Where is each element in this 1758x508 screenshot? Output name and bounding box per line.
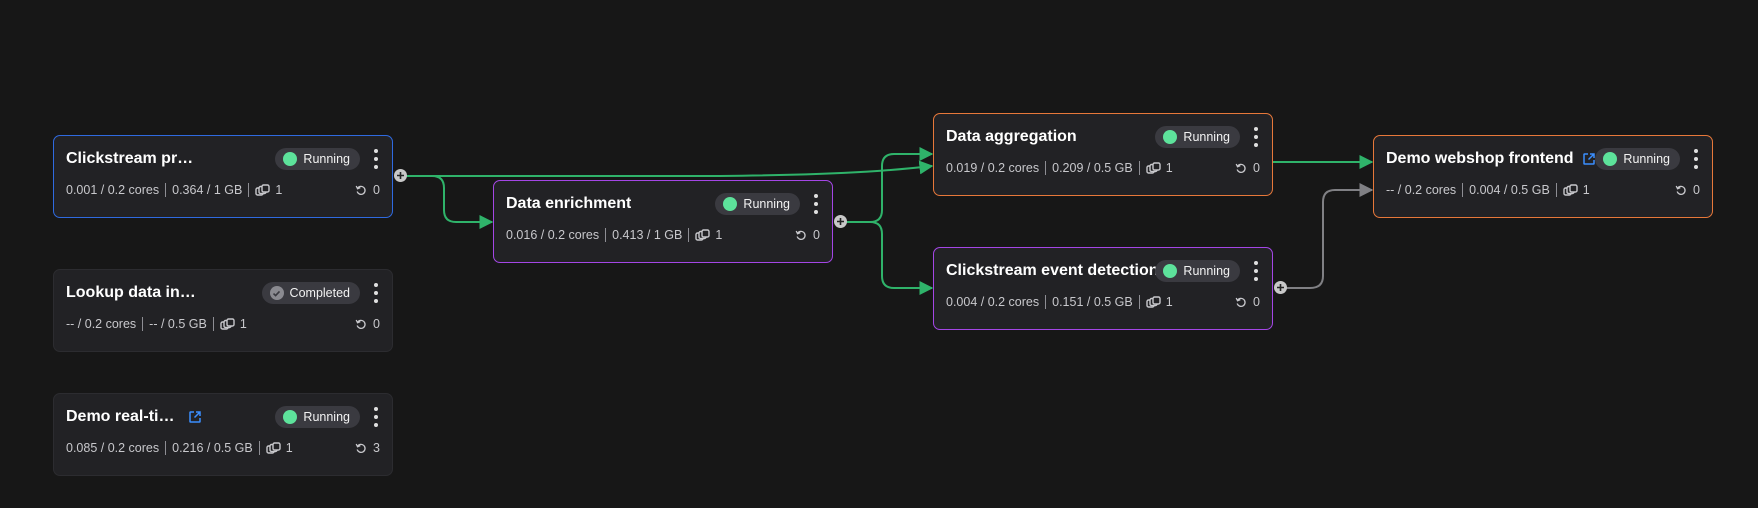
cpu-usage: 0.085 / 0.2 cores	[66, 441, 160, 455]
cpu-usage: -- / 0.2 cores	[66, 317, 137, 331]
resource-metrics: 0.085 / 0.2 cores 0.216 / 0.5 GB 1	[66, 441, 332, 455]
restart-count: 0	[1235, 295, 1260, 309]
node-title: Data aggregation	[946, 128, 1077, 145]
node-title: Data enrichment	[506, 195, 632, 212]
node-title: Lookup data ingestion job	[66, 284, 202, 301]
status-badge: Running	[1155, 260, 1240, 282]
external-link-icon[interactable]	[1582, 152, 1596, 166]
cpu-usage: 0.016 / 0.2 cores	[506, 228, 600, 242]
replica-count: 1	[239, 317, 247, 331]
restart-icon	[355, 443, 366, 453]
edge-producer-aggregation	[401, 160, 934, 177]
memory-usage: 0.413 / 1 GB	[612, 228, 683, 242]
cpu-usage: 0.001 / 0.2 cores	[66, 183, 160, 197]
node-webshop-frontend[interactable]: Demo webshop frontend Running -- / 0.2 c…	[1373, 135, 1713, 218]
replicas-stack-icon	[1146, 296, 1161, 308]
replicas-stack-icon	[220, 318, 235, 330]
green-dot-icon	[1163, 264, 1178, 278]
status-badge: Running	[1595, 148, 1680, 170]
node-data-aggregation[interactable]: Data aggregation Running 0.019 / 0.2 cor…	[933, 113, 1273, 196]
restart-count: 0	[1675, 183, 1700, 197]
status-badge: Completed	[261, 282, 360, 304]
edge-producer-enrichment	[401, 175, 494, 229]
memory-usage: 0.364 / 1 GB	[172, 183, 243, 197]
restart-count: 3	[355, 441, 380, 455]
plus-port-icon[interactable]	[834, 215, 847, 228]
restart-icon	[1235, 297, 1246, 307]
check-circle-icon	[269, 286, 284, 300]
memory-usage: 0.209 / 0.5 GB	[1052, 161, 1133, 175]
restart-count: 0	[355, 183, 380, 197]
node-title: Demo webshop frontend	[1386, 150, 1600, 168]
resource-metrics: 0.019 / 0.2 cores 0.209 / 0.5 GB 1	[946, 161, 1212, 175]
replicas-stack-icon	[266, 442, 281, 454]
plus-port-icon[interactable]	[1274, 281, 1287, 294]
node-lookup-ingestion-job[interactable]: Lookup data ingestion job Completed -- /…	[53, 269, 393, 352]
node-clickstream-producer[interactable]: Clickstream producer Running 0.001 / 0.2…	[53, 135, 393, 218]
node-realtime-dashboard[interactable]: Demo real-time dashbo... Running 0.085 /…	[53, 393, 393, 476]
replica-count: 1	[1582, 183, 1590, 197]
edge-detection-frontend	[1280, 183, 1374, 289]
replica-count: 1	[1165, 295, 1173, 309]
resource-metrics: 0.016 / 0.2 cores 0.413 / 1 GB 1	[506, 228, 772, 242]
replicas-stack-icon	[1146, 162, 1161, 174]
node-clickstream-event-detection[interactable]: Clickstream event detection Running 0.00…	[933, 247, 1273, 330]
external-link-icon[interactable]	[188, 410, 202, 424]
cpu-usage: -- / 0.2 cores	[1386, 183, 1457, 197]
replica-count: 1	[285, 441, 293, 455]
resource-metrics: 0.001 / 0.2 cores 0.364 / 1 GB 1	[66, 183, 332, 197]
restart-count: 0	[355, 317, 380, 331]
resource-metrics: 0.004 / 0.2 cores 0.151 / 0.5 GB 1	[946, 295, 1212, 309]
restart-icon	[355, 319, 366, 329]
node-title: Demo real-time dashbo...	[66, 408, 202, 426]
green-dot-icon	[283, 152, 298, 166]
kebab-menu-icon[interactable]	[368, 149, 384, 169]
kebab-menu-icon[interactable]	[368, 283, 384, 303]
edge-enrichment-aggregation	[840, 147, 934, 223]
status-badge: Running	[1155, 126, 1240, 148]
cpu-usage: 0.004 / 0.2 cores	[946, 295, 1040, 309]
green-dot-icon	[723, 197, 738, 211]
restart-icon	[1235, 163, 1246, 173]
resource-metrics: -- / 0.2 cores -- / 0.5 GB 1	[66, 317, 332, 331]
memory-usage: 0.004 / 0.5 GB	[1469, 183, 1550, 197]
green-dot-icon	[1163, 130, 1178, 144]
restart-count: 0	[795, 228, 820, 242]
kebab-menu-icon[interactable]	[368, 407, 384, 427]
replica-count: 1	[1165, 161, 1173, 175]
node-data-enrichment[interactable]: Data enrichment Running 0.016 / 0.2 core…	[493, 180, 833, 263]
kebab-menu-icon[interactable]	[1248, 127, 1264, 147]
green-dot-icon	[283, 410, 298, 424]
memory-usage: 0.151 / 0.5 GB	[1052, 295, 1133, 309]
node-title: Clickstream event detection	[946, 262, 1159, 279]
restart-icon	[1675, 185, 1686, 195]
plus-port-icon[interactable]	[394, 169, 407, 182]
replica-count: 1	[275, 183, 283, 197]
memory-usage: 0.216 / 0.5 GB	[172, 441, 253, 455]
kebab-menu-icon[interactable]	[1688, 149, 1704, 169]
memory-usage: -- / 0.5 GB	[149, 317, 207, 331]
restart-icon	[355, 185, 366, 195]
kebab-menu-icon[interactable]	[1248, 261, 1264, 281]
cpu-usage: 0.019 / 0.2 cores	[946, 161, 1040, 175]
restart-count: 0	[1235, 161, 1260, 175]
status-badge: Running	[275, 148, 360, 170]
resource-metrics: -- / 0.2 cores 0.004 / 0.5 GB 1	[1386, 183, 1652, 197]
edge-enrichment-detection	[840, 221, 934, 295]
replicas-stack-icon	[695, 229, 711, 241]
node-title: Clickstream producer	[66, 150, 202, 167]
replicas-stack-icon	[255, 184, 271, 196]
green-dot-icon	[1603, 152, 1618, 166]
status-badge: Running	[275, 406, 360, 428]
replicas-stack-icon	[1563, 184, 1578, 196]
status-badge: Running	[715, 193, 800, 215]
replica-count: 1	[715, 228, 723, 242]
kebab-menu-icon[interactable]	[808, 194, 824, 214]
restart-icon	[795, 230, 806, 240]
